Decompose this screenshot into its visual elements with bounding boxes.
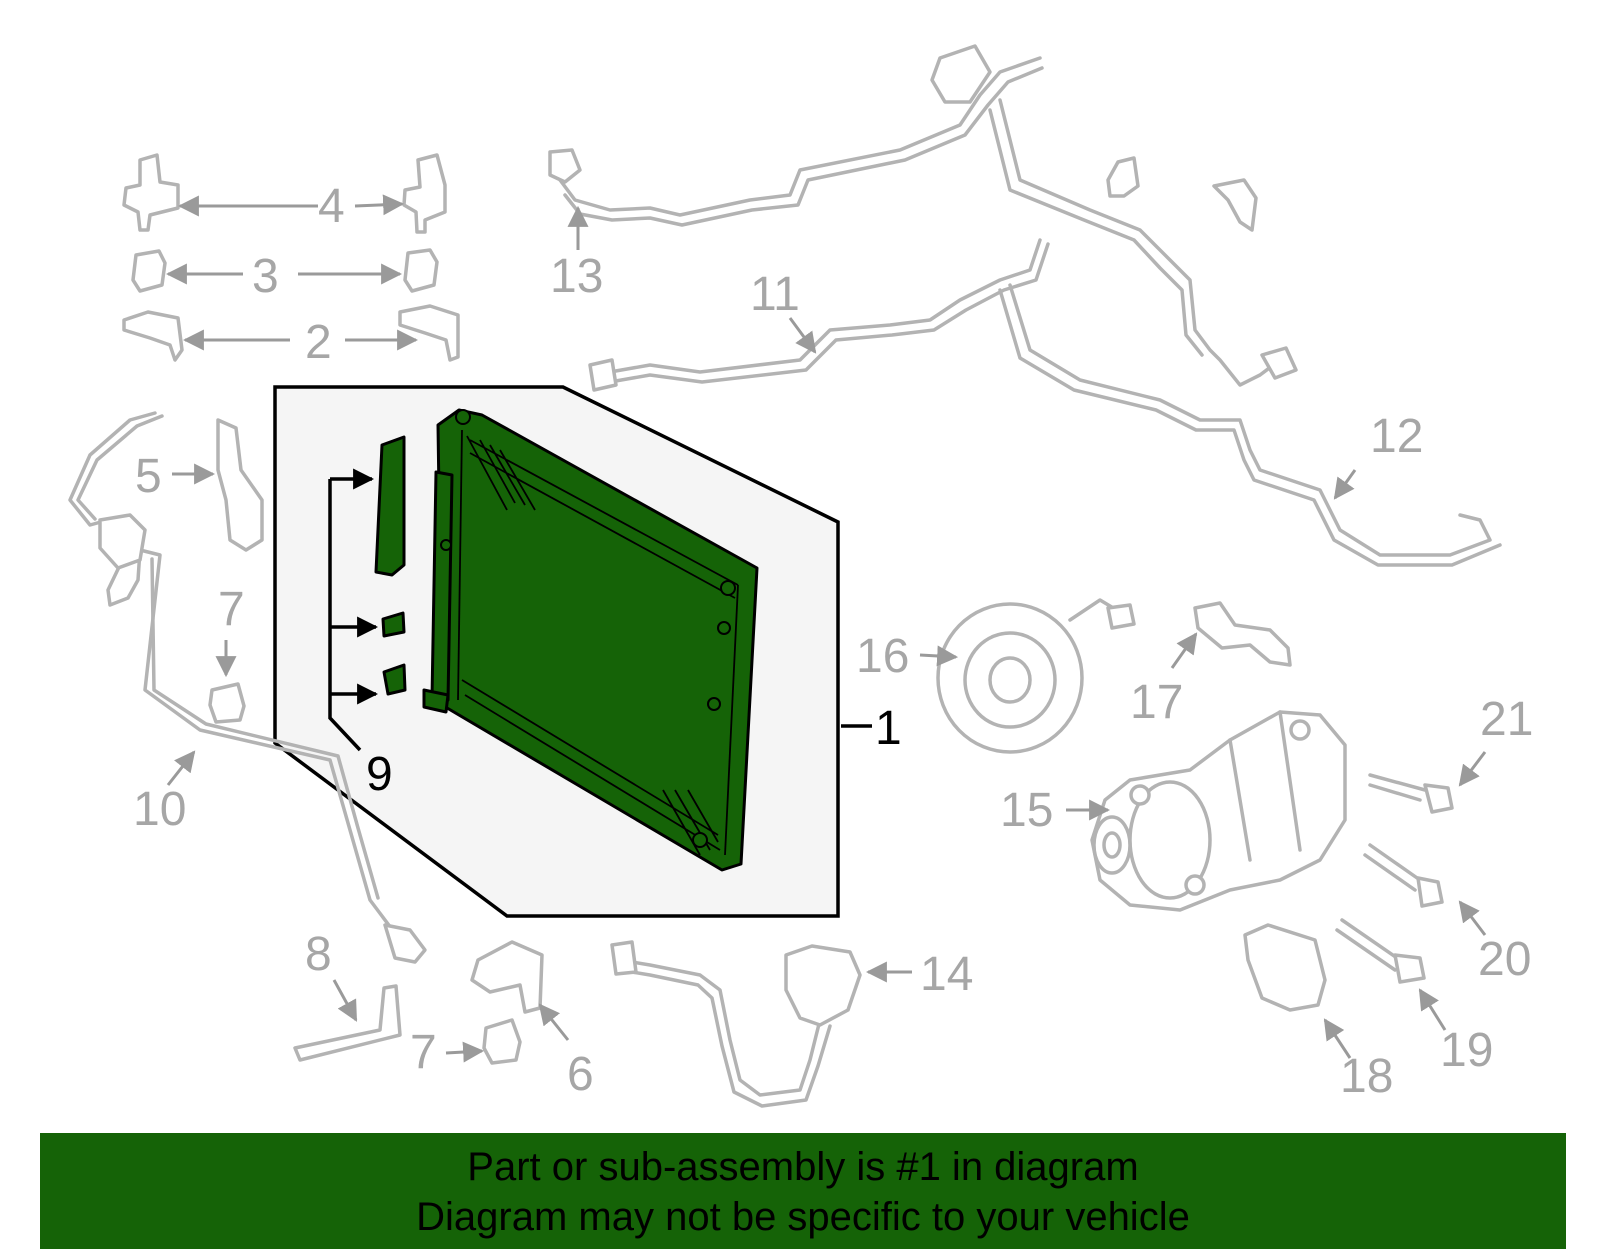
part-3-bushing-left[interactable]	[131, 249, 167, 293]
callout-3: 3	[252, 250, 279, 303]
callout-15: 15	[1000, 784, 1053, 837]
callout-7-lower: 7	[410, 1026, 437, 1079]
callout-labels: 1 2 3 4 5 6 7 7 8 9 10 11 12 13 14 15 16…	[133, 180, 1533, 1103]
part-15-compressor[interactable]	[1090, 710, 1347, 912]
part-21-bolt[interactable]	[1368, 773, 1454, 814]
callout-20: 20	[1478, 933, 1531, 986]
part-7-mount-upper[interactable]	[208, 682, 246, 724]
callout-1: 1	[875, 702, 902, 755]
banner-line-2: Diagram may not be specific to your vehi…	[416, 1195, 1190, 1239]
callout-12: 12	[1370, 410, 1423, 463]
callout-11: 11	[750, 268, 800, 321]
part-4-bracket-left[interactable]	[122, 153, 180, 232]
part-8-bracket[interactable]	[293, 984, 402, 1062]
part-3-bushing-right[interactable]	[403, 248, 439, 293]
banner-line-1: Part or sub-assembly is #1 in diagram	[467, 1145, 1139, 1189]
part-2-bracket-right[interactable]	[398, 304, 460, 362]
part-12-hose[interactable]	[988, 98, 1502, 567]
part-5-bracket[interactable]	[216, 418, 264, 552]
condenser-assembly[interactable]	[422, 408, 759, 872]
callout-5: 5	[135, 450, 162, 503]
callout-18: 18	[1340, 1050, 1393, 1103]
callout-10: 10	[133, 783, 186, 836]
callout-7-upper: 7	[218, 583, 245, 636]
callout-8: 8	[305, 928, 332, 981]
part-11-hose[interactable]	[588, 238, 1050, 392]
part-14-hose[interactable]	[610, 940, 862, 1108]
callout-21: 21	[1480, 693, 1533, 746]
callout-19: 19	[1440, 1024, 1493, 1077]
part-16-clutch[interactable]	[936, 598, 1136, 754]
part-9-components[interactable]	[374, 435, 407, 696]
part-18-mount[interactable]	[1243, 923, 1327, 1012]
callout-14: 14	[920, 948, 973, 1001]
part-19-bolt[interactable]	[1335, 918, 1426, 984]
callout-9: 9	[366, 748, 393, 801]
callout-13: 13	[550, 250, 603, 303]
part-7-mount-lower[interactable]	[482, 1018, 522, 1065]
callout-4: 4	[318, 180, 345, 233]
callout-2: 2	[305, 316, 332, 369]
part-10-pipe[interactable]	[68, 411, 427, 964]
callout-17: 17	[1130, 676, 1183, 729]
part-6-bracket[interactable]	[470, 940, 544, 1014]
callout-6: 6	[567, 1048, 594, 1101]
part-20-bolt[interactable]	[1363, 843, 1444, 908]
part-13-hose[interactable]	[548, 44, 1044, 227]
part-4-bracket-right[interactable]	[402, 153, 447, 234]
callout-16: 16	[856, 630, 909, 683]
info-banner: Part or sub-assembly is #1 in diagram Di…	[40, 1133, 1566, 1249]
part-2-bracket-left[interactable]	[122, 310, 184, 362]
part-17-clip[interactable]	[1193, 601, 1292, 667]
